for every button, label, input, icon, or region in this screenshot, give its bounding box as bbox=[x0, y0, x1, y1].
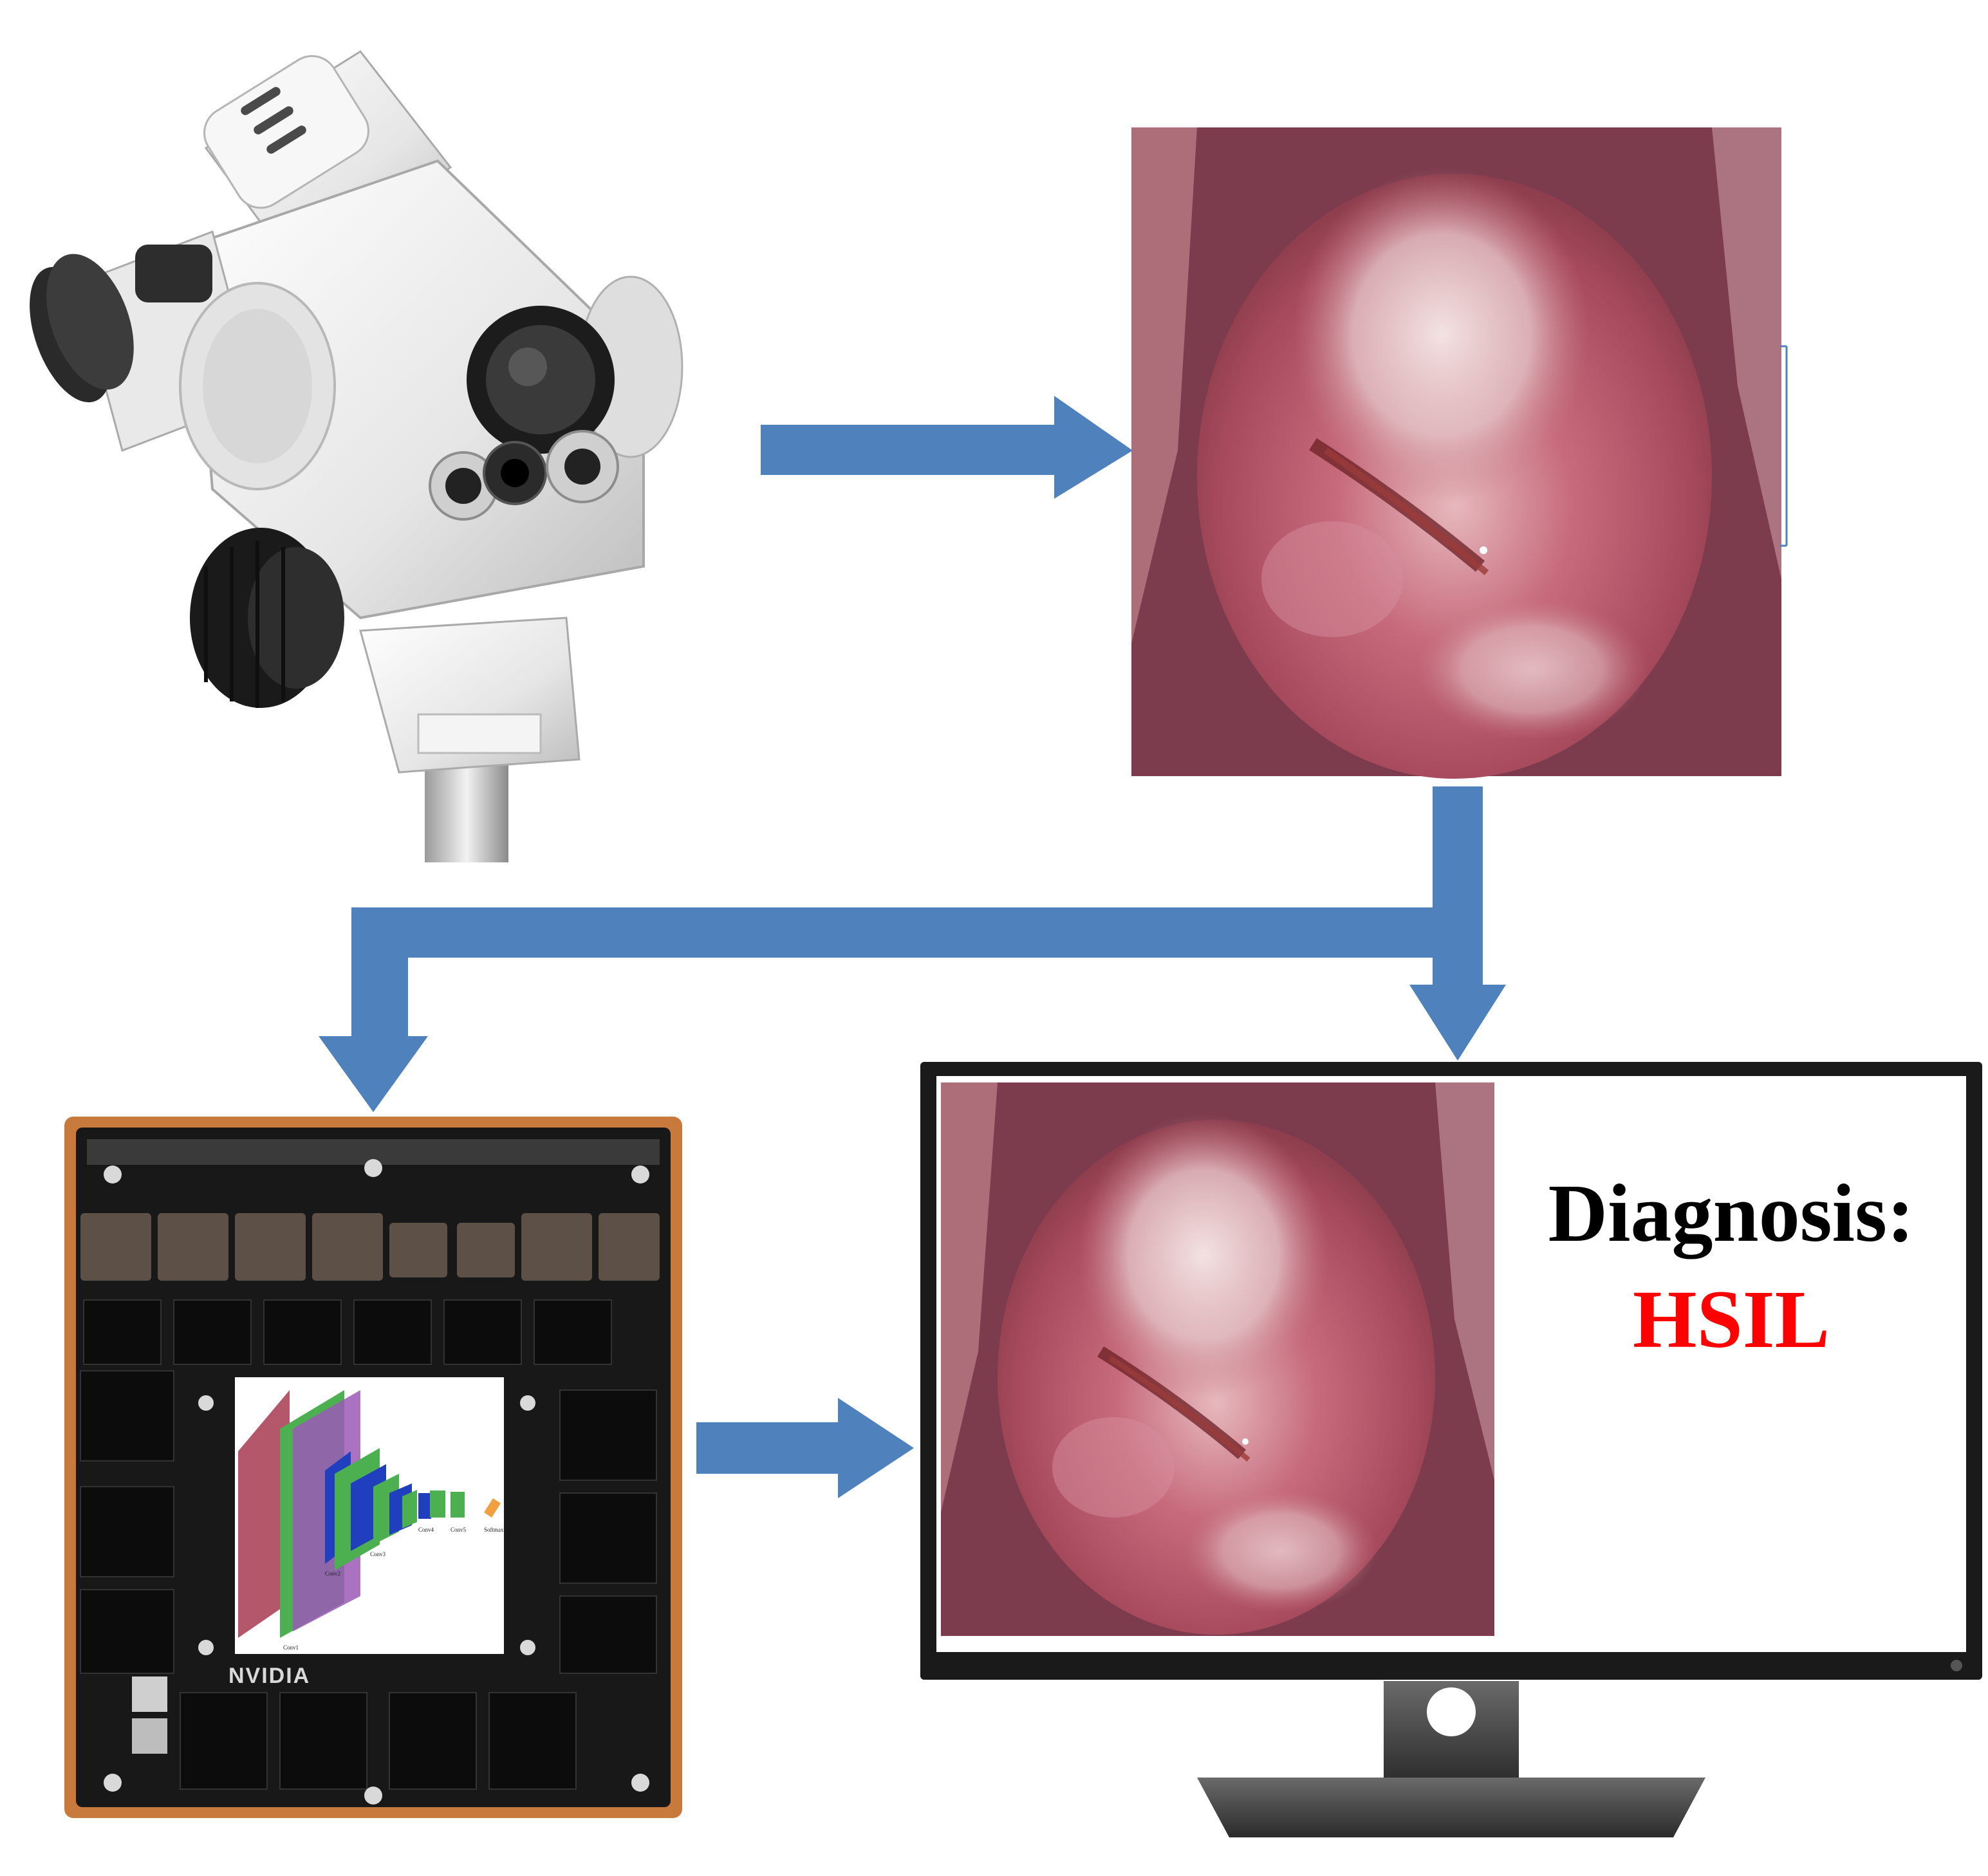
flow-arrows bbox=[319, 396, 1506, 1498]
arrow-board-to-monitor bbox=[696, 1398, 914, 1498]
monitor bbox=[920, 1062, 1982, 1837]
cnn-layer-label: Conv2 bbox=[325, 1570, 341, 1577]
cnn-layer-label: Conv3 bbox=[370, 1551, 386, 1557]
cnn-layer-label: Softmax bbox=[484, 1527, 504, 1533]
diagnosis-label: Diagnosis: bbox=[1548, 1167, 1915, 1259]
board-brand-label: NVIDIA bbox=[228, 1664, 311, 1688]
colposcope-image bbox=[30, 50, 683, 862]
monitor-colposcopy-image bbox=[941, 1082, 1494, 1636]
arrow-branch-to-board bbox=[319, 907, 1483, 1112]
diagnosis-value: HSIL bbox=[1633, 1274, 1830, 1365]
cnn-layer-label: Conv1 bbox=[283, 1644, 299, 1651]
cnn-layer-label: Conv5 bbox=[451, 1527, 467, 1533]
arrow-scope-to-image bbox=[761, 396, 1133, 499]
colposcopy-image bbox=[1131, 127, 1788, 779]
cnn-layer-label: Conv4 bbox=[418, 1527, 434, 1533]
arrow-branch-to-monitor bbox=[1409, 907, 1506, 1061]
cnn-architecture bbox=[238, 1390, 501, 1638]
gpu-board-image bbox=[64, 1117, 682, 1818]
